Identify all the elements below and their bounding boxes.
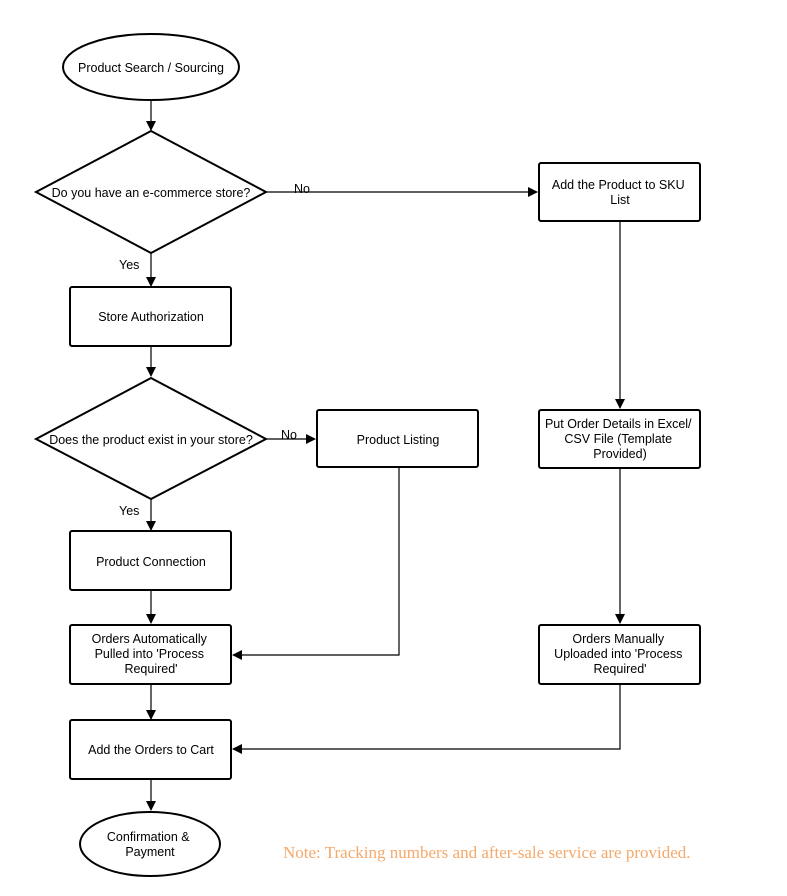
edge-label-no-exist: No [281,428,297,442]
store-authorization-box [69,286,232,347]
add-to-cart-box [69,719,232,780]
node-confirmation: Confirmation & Payment [79,811,221,877]
edge-label-no-ecommerce: No [294,182,310,196]
node-product-listing: Product Listing [316,409,479,468]
orders-manual-box [538,624,701,685]
edge-manual-to-cart [232,684,621,754]
product-connection-label: Product Connection [96,555,206,569]
ecommerce-decision-shape [33,129,269,255]
confirmation-terminal-shape [79,811,221,877]
ecommerce-decision-label: Do you have an e-commerce store? [52,186,251,200]
add-sku-label: Add the Product to SKU List [552,178,688,207]
product-listing-box [316,409,479,468]
start-label: Product Search / Sourcing [78,61,224,75]
put-order-details-label: Put Order Details in Excel/ CSV File (Te… [545,417,695,461]
orders-manual-label: Orders Manually Uploaded into 'Process R… [554,632,686,676]
confirmation-label: Confirmation & Payment [107,830,193,859]
orders-auto-box [69,624,232,685]
node-add-to-cart: Add the Orders to Cart [69,719,232,780]
footer-note: Note: Tracking numbers and after-sale se… [283,843,691,862]
node-start: Product Search / Sourcing [62,33,240,101]
edge-label-yes-ecommerce: Yes [119,258,139,272]
add-sku-box [538,162,701,222]
edges [146,101,625,811]
edge-label-yes-exist: Yes [119,504,139,518]
product-listing-label: Product Listing [357,433,440,447]
product-exist-decision-shape [33,376,269,501]
node-store-authorization: Store Authorization [69,286,232,347]
node-orders-manual: Orders Manually Uploaded into 'Process R… [538,624,701,685]
node-put-order-details: Put Order Details in Excel/ CSV File (Te… [538,409,701,469]
orders-auto-label: Orders Automatically Pulled into 'Proces… [92,632,211,676]
node-ecommerce-decision: Do you have an e-commerce store? [33,129,269,255]
product-exist-decision-label: Does the product exist in your store? [49,433,253,447]
node-product-exist-decision: Does the product exist in your store? [33,376,269,501]
store-authorization-label: Store Authorization [98,310,204,324]
node-add-sku: Add the Product to SKU List [538,162,701,222]
node-product-connection: Product Connection [69,530,232,591]
node-orders-auto: Orders Automatically Pulled into 'Proces… [69,624,232,685]
add-to-cart-label: Add the Orders to Cart [88,743,214,757]
put-order-details-box [538,409,701,469]
product-connection-box [69,530,232,591]
start-terminal-shape [62,33,240,101]
edge-listing-to-orders-auto [232,468,400,660]
